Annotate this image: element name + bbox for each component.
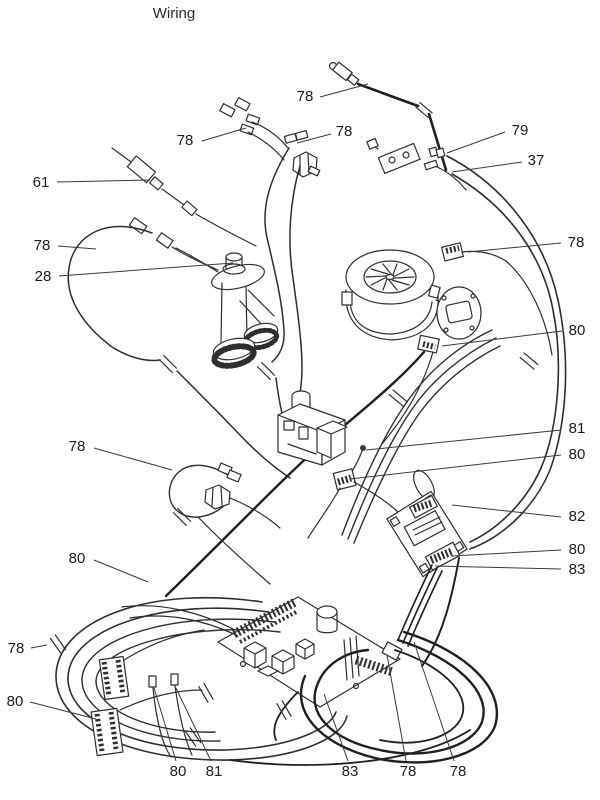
bottom-spade-connectors [148,673,193,758]
callout-78-bottom-left: 78 [8,640,48,657]
left-connector-cluster [168,462,281,585]
callout-78-mid-spades: 78 [296,123,353,144]
callout-80-bottom-spade: 80 [153,687,187,780]
callout-label: 80 [569,541,586,558]
callout-80-blower-lower-plug: 80 [441,322,586,347]
wire-break-marks [49,101,539,747]
callout-78-blower-plug: 78 [467,234,585,253]
callout-label: 80 [7,693,24,710]
callout-label: 28 [35,268,52,285]
callout-78-thermocouple: 78 [297,83,369,105]
gas-valve [277,390,401,539]
callout-80-valve-plug: 80 [349,446,586,480]
blower-impeller [365,263,415,291]
callout-label: 78 [69,438,86,455]
middle-bundle [341,329,501,544]
thermocouple-sensor [328,61,448,172]
callout-label: 61 [33,174,50,191]
callout-label: 80 [69,550,86,567]
callout-label: 80 [170,763,187,780]
callout-label: 81 [206,763,223,780]
wire-connectors-mid [283,129,321,178]
left-loop-wire [67,225,291,479]
terminal-block-lower [90,689,203,757]
callout-label: 78 [336,123,353,140]
fuse-assembly [111,147,257,247]
callout-label: 80 [569,446,586,463]
callout-label: 80 [569,322,586,339]
ignition-module [386,469,468,647]
callout-80-terminal-block: 80 [7,693,97,720]
bottom-right-loops [273,630,498,764]
callout-83-module-pins: 83 [434,561,586,578]
pilot-assembly [175,247,280,369]
wire-connectors-top [219,97,289,161]
bottom-left-loops [55,596,471,766]
callout-label: 78 [568,234,585,251]
callout-80-left-mid: 80 [69,550,149,583]
callout-label: 78 [450,763,467,780]
callout-83-board-ribbon: 83 [323,693,359,780]
callout-81-bottom-spade: 81 [175,687,223,780]
callout-label: 78 [34,237,51,254]
callouts: 61 78 28 78 78 78 79 37 [7,83,586,780]
callout-28: 28 [35,262,234,285]
callout-78-top-left: 78 [177,127,247,149]
callout-81-sensor: 81 [365,420,586,451]
callout-78-board-corner: 78 [413,641,467,780]
callout-label: 81 [569,420,586,437]
callout-79: 79 [446,122,529,154]
callout-label: 83 [569,561,586,578]
artwork [49,61,567,766]
callout-label: 37 [528,152,545,169]
terminal-block-upper [98,629,205,701]
pilot-bracket [366,137,467,191]
callout-label: 78 [177,132,194,149]
callout-label: 83 [342,763,359,780]
callout-label: 78 [297,88,314,105]
page-title: Wiring [153,5,196,22]
right-harness [421,155,567,667]
callout-label: 78 [400,763,417,780]
pilot-lead-connectors [128,217,219,271]
callout-61: 61 [33,174,151,191]
callout-78-board-edge: 78 [386,654,417,780]
callout-80-module-plug: 80 [451,541,586,558]
callout-37: 37 [451,152,545,173]
callout-label: 78 [8,640,25,657]
callout-label: 79 [512,122,529,139]
callout-78-left-loop: 78 [34,237,97,254]
callout-78-left-cluster: 78 [69,438,173,471]
control-board [217,596,403,708]
callout-82: 82 [451,504,586,525]
callout-label: 82 [569,508,586,525]
